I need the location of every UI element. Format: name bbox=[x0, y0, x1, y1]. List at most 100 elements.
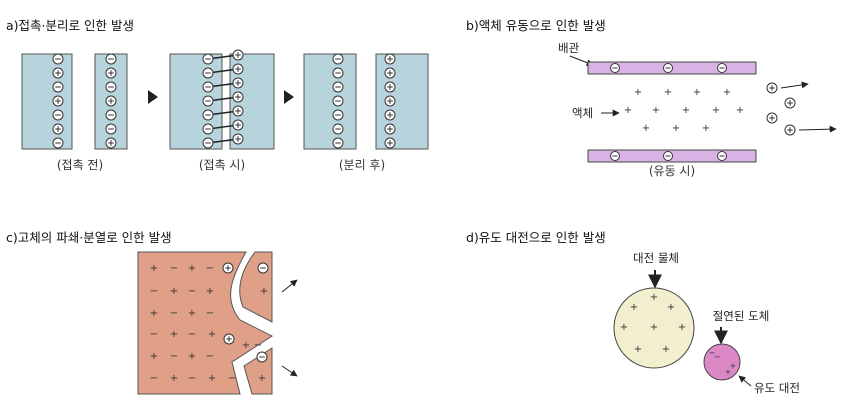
positive-charge bbox=[222, 262, 234, 274]
positive-charge: + bbox=[662, 344, 670, 355]
induced-charge-label: 유도 대전 bbox=[754, 381, 800, 395]
negative-charge bbox=[105, 81, 117, 93]
charges-b-left bbox=[202, 53, 214, 149]
insulated-conductor bbox=[703, 343, 741, 381]
positive-charge: + bbox=[702, 123, 710, 134]
positive-charge bbox=[784, 124, 796, 136]
positive-charge: + bbox=[723, 87, 731, 98]
positive-charge: + bbox=[682, 105, 690, 116]
panel-c-title: c)고체의 파쇄·분열로 인한 발생 bbox=[6, 230, 172, 245]
negative-charge bbox=[202, 137, 214, 149]
negative-charge bbox=[256, 351, 268, 363]
outflow-arrow bbox=[780, 81, 809, 89]
positive-charge bbox=[766, 112, 778, 124]
arrow-a2-icon bbox=[284, 90, 294, 104]
positive-charge: + bbox=[624, 105, 632, 116]
insulated-conductor-label: 절연된 도체 bbox=[713, 309, 770, 323]
conductor-charges: −−++ bbox=[709, 349, 737, 377]
negative-charge: − bbox=[150, 373, 158, 384]
charges-b-right bbox=[232, 49, 244, 145]
positive-charge: + bbox=[620, 322, 628, 333]
liquid-label: 액체 bbox=[572, 106, 593, 120]
positive-charge bbox=[232, 105, 244, 117]
positive-charge bbox=[232, 77, 244, 89]
negative-charge bbox=[332, 123, 344, 135]
negative-charge bbox=[332, 67, 344, 79]
positive-charge: + bbox=[667, 302, 675, 313]
pipe-wall-charges bbox=[610, 63, 727, 161]
fragment-bottom-motion-arrow bbox=[281, 365, 298, 377]
positive-charge: + bbox=[725, 368, 732, 377]
induced-charge-arrow bbox=[738, 375, 752, 387]
charged-sphere bbox=[613, 287, 695, 369]
negative-charge bbox=[332, 95, 344, 107]
positive-charge: + bbox=[630, 302, 638, 313]
panel-contact-separation: a)접촉·분리로 인한 발생 (접촉 전) (접촉 시) (분리 후) bbox=[6, 18, 429, 172]
positive-charge bbox=[384, 95, 396, 107]
positive-charge: + bbox=[712, 105, 720, 116]
charged-object-label: 대전 물체 bbox=[633, 251, 679, 265]
positive-charge bbox=[384, 123, 396, 135]
solid-fragment-main bbox=[137, 251, 274, 395]
negative-charge: − bbox=[206, 308, 214, 319]
positive-charge bbox=[232, 91, 244, 103]
positive-charge: + bbox=[206, 286, 214, 297]
positive-charge bbox=[384, 67, 396, 79]
negative-charge bbox=[105, 123, 117, 135]
arrow-a1-icon bbox=[148, 90, 158, 104]
charges-a-left bbox=[52, 53, 64, 149]
negative-charge bbox=[332, 109, 344, 121]
positive-charge: + bbox=[650, 292, 658, 303]
positive-charge: + bbox=[634, 344, 642, 355]
positive-charge: + bbox=[650, 322, 658, 333]
negative-charge bbox=[717, 63, 727, 73]
negative-charge bbox=[52, 137, 64, 149]
panel-solid-fracture: c)고체의 파쇄·분열로 인한 발생 +−+−−+−++−+−−+−++−+−−… bbox=[6, 230, 298, 395]
positive-charge bbox=[232, 133, 244, 145]
positive-charge: + bbox=[642, 123, 650, 134]
negative-charge: − bbox=[150, 286, 158, 297]
negative-charge: − bbox=[228, 373, 236, 384]
panel-b-title: b)액체 유동으로 인한 발생 bbox=[466, 18, 606, 33]
negative-charge bbox=[105, 109, 117, 121]
caption-flowing: (유동 시) bbox=[649, 164, 695, 178]
negative-charge: − bbox=[188, 373, 196, 384]
positive-charge: + bbox=[736, 105, 744, 116]
positive-charge: + bbox=[150, 308, 158, 319]
negative-charge: − bbox=[206, 351, 214, 362]
sphere-charges: ++++++++ bbox=[620, 292, 686, 355]
negative-charge: − bbox=[170, 351, 178, 362]
positive-charge bbox=[232, 49, 244, 61]
negative-charge: − bbox=[188, 286, 196, 297]
outflow-arrow bbox=[798, 125, 837, 133]
negative-charge bbox=[332, 81, 344, 93]
positive-charge: + bbox=[634, 87, 642, 98]
negative-charge bbox=[202, 95, 214, 107]
positive-charge bbox=[384, 109, 396, 121]
plate-a-left bbox=[21, 53, 73, 150]
positive-charge: + bbox=[170, 286, 178, 297]
negative-charge bbox=[610, 151, 620, 161]
panel-induction: d)유도 대전으로 인한 발생 대전 물체 ++++++++ 절연된 도체 −−… bbox=[466, 230, 800, 395]
negative-charge: − bbox=[254, 340, 262, 351]
positive-charge: + bbox=[208, 373, 216, 384]
negative-charge bbox=[202, 109, 214, 121]
positive-charge: + bbox=[170, 373, 178, 384]
fragment-top-motion-arrow bbox=[281, 279, 298, 293]
positive-charge: + bbox=[208, 329, 216, 340]
negative-charge bbox=[610, 63, 620, 73]
negative-charge bbox=[663, 151, 673, 161]
panel-liquid-flow: b)액체 유동으로 인한 발생 배관 ++++++++++++ 액체 (유동 시… bbox=[466, 18, 837, 178]
positive-charge bbox=[105, 67, 117, 79]
positive-charge bbox=[52, 67, 64, 79]
positive-charge bbox=[766, 82, 778, 94]
positive-charge bbox=[784, 97, 796, 109]
negative-charge bbox=[202, 123, 214, 135]
negative-charge bbox=[663, 63, 673, 73]
negative-charge bbox=[202, 67, 214, 79]
negative-charge bbox=[52, 81, 64, 93]
plate-c-right bbox=[375, 53, 429, 150]
positive-charge: + bbox=[672, 123, 680, 134]
negative-charge: − bbox=[188, 329, 196, 340]
